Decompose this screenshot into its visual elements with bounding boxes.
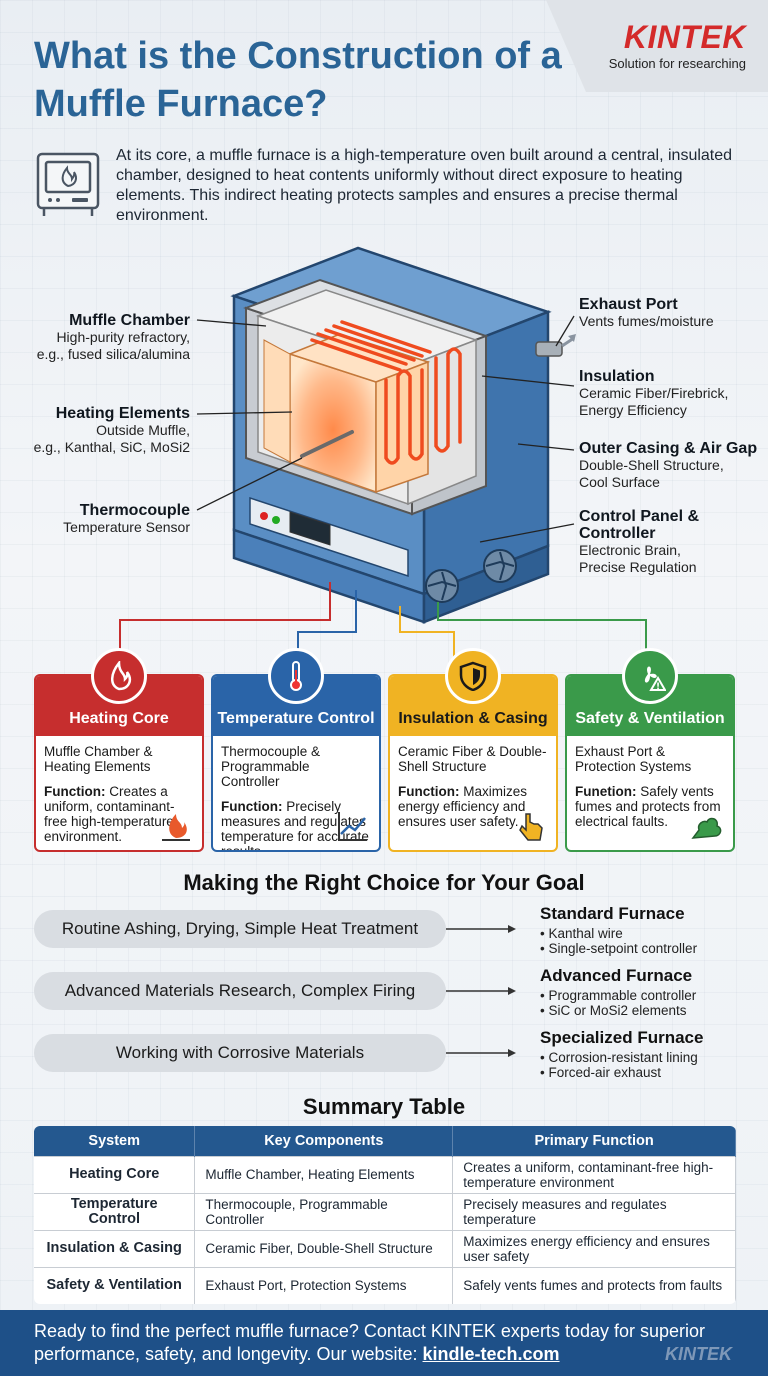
table-cell: Temperature Control bbox=[34, 1192, 196, 1230]
table-cell: Precisely measures and regulates tempera… bbox=[452, 1192, 736, 1230]
furnace-diagram: Muffle Chamber High-purity refractory, e… bbox=[0, 236, 768, 676]
card-temperature-control: Temperature Control Thermocouple & Progr… bbox=[211, 674, 381, 852]
table-cell: Creates a uniform, contaminant-free high… bbox=[452, 1155, 736, 1193]
system-cards: Heating Core Muffle Chamber & Heating El… bbox=[34, 648, 736, 854]
callout-muffle-chamber: Muffle Chamber High-purity refractory, e… bbox=[36, 312, 190, 362]
option-specialized-furnace: Specialized Furnace Corrosion-resistant … bbox=[540, 1028, 750, 1080]
table-cell: Maximizes energy efficiency and ensures … bbox=[452, 1229, 736, 1267]
callout-thermocouple: Thermocouple Temperature Sensor bbox=[63, 502, 190, 535]
thermometer-icon bbox=[268, 648, 324, 704]
goal-pill-corrosive[interactable]: Working with Corrosive Materials bbox=[34, 1034, 446, 1072]
table-header-row: System Key Components Primary Function bbox=[34, 1126, 736, 1156]
table-cell: Safety & Ventilation bbox=[34, 1266, 196, 1304]
table-cell: Ceramic Fiber, Double-Shell Structure bbox=[194, 1229, 454, 1267]
brand-box bbox=[546, 0, 768, 92]
table-cell: Heating Core bbox=[34, 1155, 196, 1193]
website-link[interactable]: kindle-tech.com bbox=[422, 1344, 560, 1364]
card-safety-ventilation: Safety & Ventilation Exhaust Port & Prot… bbox=[565, 674, 735, 852]
chart-icon bbox=[338, 812, 367, 841]
furnace-illustration bbox=[119, 246, 647, 666]
choice-title: Making the Right Choice for Your Goal bbox=[183, 870, 585, 895]
arrow-icon bbox=[446, 925, 516, 933]
shield-icon bbox=[445, 648, 501, 704]
table-cell: Safely vents fumes and protects from fau… bbox=[452, 1266, 736, 1304]
option-advanced-furnace: Advanced Furnace Programmable controller… bbox=[540, 966, 750, 1018]
brand-logo[interactable]: KINTEK Solution for researching bbox=[596, 20, 746, 71]
fire-icon bbox=[162, 814, 190, 841]
summary-table: System Key Components Primary Function H… bbox=[34, 1126, 736, 1304]
table-header: System bbox=[34, 1126, 196, 1156]
furnace-icon bbox=[36, 152, 100, 216]
table-cell: Thermocouple, Programmable Controller bbox=[194, 1192, 454, 1230]
table-cell: Exhaust Port, Protection Systems bbox=[194, 1266, 454, 1304]
table-row: Safety & Ventilation Exhaust Port, Prote… bbox=[34, 1266, 736, 1304]
fan-warning-icon: ! bbox=[622, 648, 678, 704]
brand-tagline: Solution for researching bbox=[608, 56, 746, 71]
callout-insulation: Insulation Ceramic Fiber/Firebrick, Ener… bbox=[579, 368, 729, 418]
page-title: What is the Construction of a Muffle Fur… bbox=[34, 35, 562, 125]
table-cell: Insulation & Casing bbox=[34, 1229, 196, 1267]
callout-heating-elements: Heating Elements Outside Muffle, e.g., K… bbox=[33, 405, 190, 455]
goal-pill-routine[interactable]: Routine Ashing, Drying, Simple Heat Trea… bbox=[34, 910, 446, 948]
table-row: Heating Core Muffle Chamber, Heating Ele… bbox=[34, 1155, 736, 1193]
footer-text: Ready to find the perfect muffle furnace… bbox=[34, 1321, 706, 1364]
svg-text:!: ! bbox=[656, 682, 660, 692]
table-row: Insulation & Casing Ceramic Fiber, Doubl… bbox=[34, 1229, 736, 1267]
table-cell: Muffle Chamber, Heating Elements bbox=[194, 1155, 454, 1193]
goal-pill-advanced[interactable]: Advanced Materials Research, Complex Fir… bbox=[34, 972, 446, 1010]
table-header: Key Components bbox=[194, 1126, 454, 1156]
footer-brand: KINTEK bbox=[665, 1344, 732, 1364]
callout-exhaust-port: Exhaust Port Vents fumes/moisture bbox=[579, 296, 714, 329]
table-row: Temperature Control Thermocouple, Progra… bbox=[34, 1192, 736, 1230]
arrow-icon bbox=[446, 1049, 516, 1057]
smoke-icon bbox=[691, 817, 722, 839]
arrow-icon bbox=[446, 987, 516, 995]
option-standard-furnace: Standard Furnace Kanthal wire Single-set… bbox=[540, 904, 750, 956]
brand-name: KINTEK bbox=[623, 19, 746, 55]
table-header: Primary Function bbox=[452, 1126, 736, 1156]
callout-outer-casing: Outer Casing & Air Gap Double-Shell Stru… bbox=[579, 440, 758, 490]
footer-banner: Ready to find the perfect muffle furnace… bbox=[0, 1310, 768, 1376]
callout-control-panel: Control Panel & Controller Electronic Br… bbox=[579, 508, 700, 575]
table-title: Summary Table bbox=[302, 1094, 466, 1119]
hand-pointer-icon bbox=[519, 813, 543, 841]
flame-icon bbox=[91, 648, 147, 704]
intro-text: At its core, a muffle furnace is a high-… bbox=[116, 147, 733, 224]
